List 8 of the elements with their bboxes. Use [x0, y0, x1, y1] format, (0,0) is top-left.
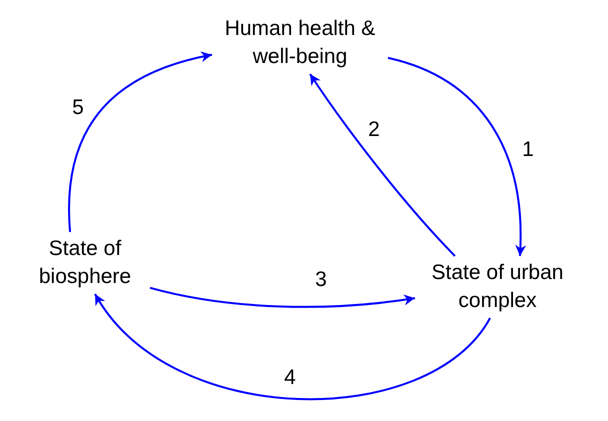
arrow: [309, 73, 456, 257]
arrow: [68, 52, 212, 232]
node-label: State of biosphere: [38, 236, 132, 290]
arrow: [94, 293, 491, 400]
arrow: [388, 56, 526, 256]
arrow: [150, 286, 416, 308]
node-label: Human health & well-being: [224, 16, 376, 70]
node-label: State of urban complex: [430, 260, 564, 314]
